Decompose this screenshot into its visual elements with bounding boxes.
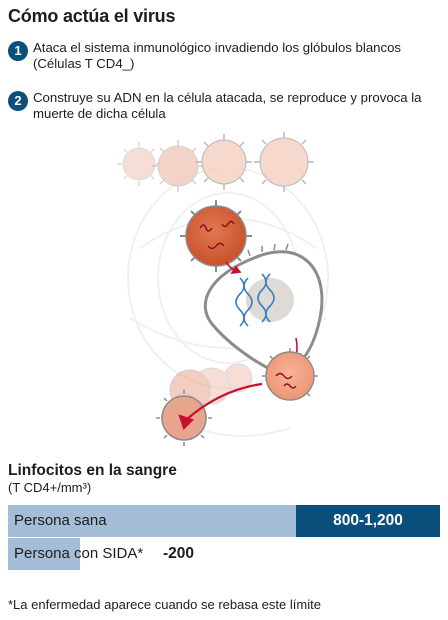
bar-value: -200 — [163, 545, 195, 562]
bar-fill — [8, 505, 296, 537]
footnote: *La enfermedad aparece cuando se rebasa … — [8, 597, 321, 612]
attacking-virus-icon — [180, 200, 252, 272]
bar-row-healthy: Persona sana 800-1,200 — [8, 505, 440, 537]
bar-label: Persona con SIDA* — [14, 545, 144, 562]
section-unit: (T CD4+/mm³) — [8, 480, 92, 495]
released-virus-icon — [262, 348, 318, 401]
step-number-badge: 1 — [8, 41, 28, 61]
virus-particle-icon — [117, 142, 161, 186]
dna-icon — [235, 273, 275, 327]
virus-infection-diagram — [117, 132, 329, 446]
page-title: Cómo actúa el virus — [8, 6, 176, 26]
host-cell-icon — [203, 243, 324, 375]
bar-fill — [8, 538, 80, 570]
release-arrow-icon — [178, 382, 263, 431]
bar-label: Persona sana — [14, 512, 107, 529]
step-text: Ataca el sistema inmunológico invadiendo… — [33, 40, 402, 71]
section-title: Linfocitos en la sangre — [8, 462, 177, 479]
virus-particle-icon — [196, 134, 252, 190]
virus-particle-icon — [152, 140, 204, 192]
step-number-badge: 2 — [8, 91, 28, 111]
virus-particle-icon — [254, 132, 314, 192]
bar-row-aids: Persona con SIDA* -200 — [8, 538, 440, 570]
bar-value: 800-1,200 — [333, 512, 403, 529]
bar-value-box — [296, 505, 440, 537]
step-text: Construye su ADN en la célula atacada, s… — [33, 90, 422, 121]
